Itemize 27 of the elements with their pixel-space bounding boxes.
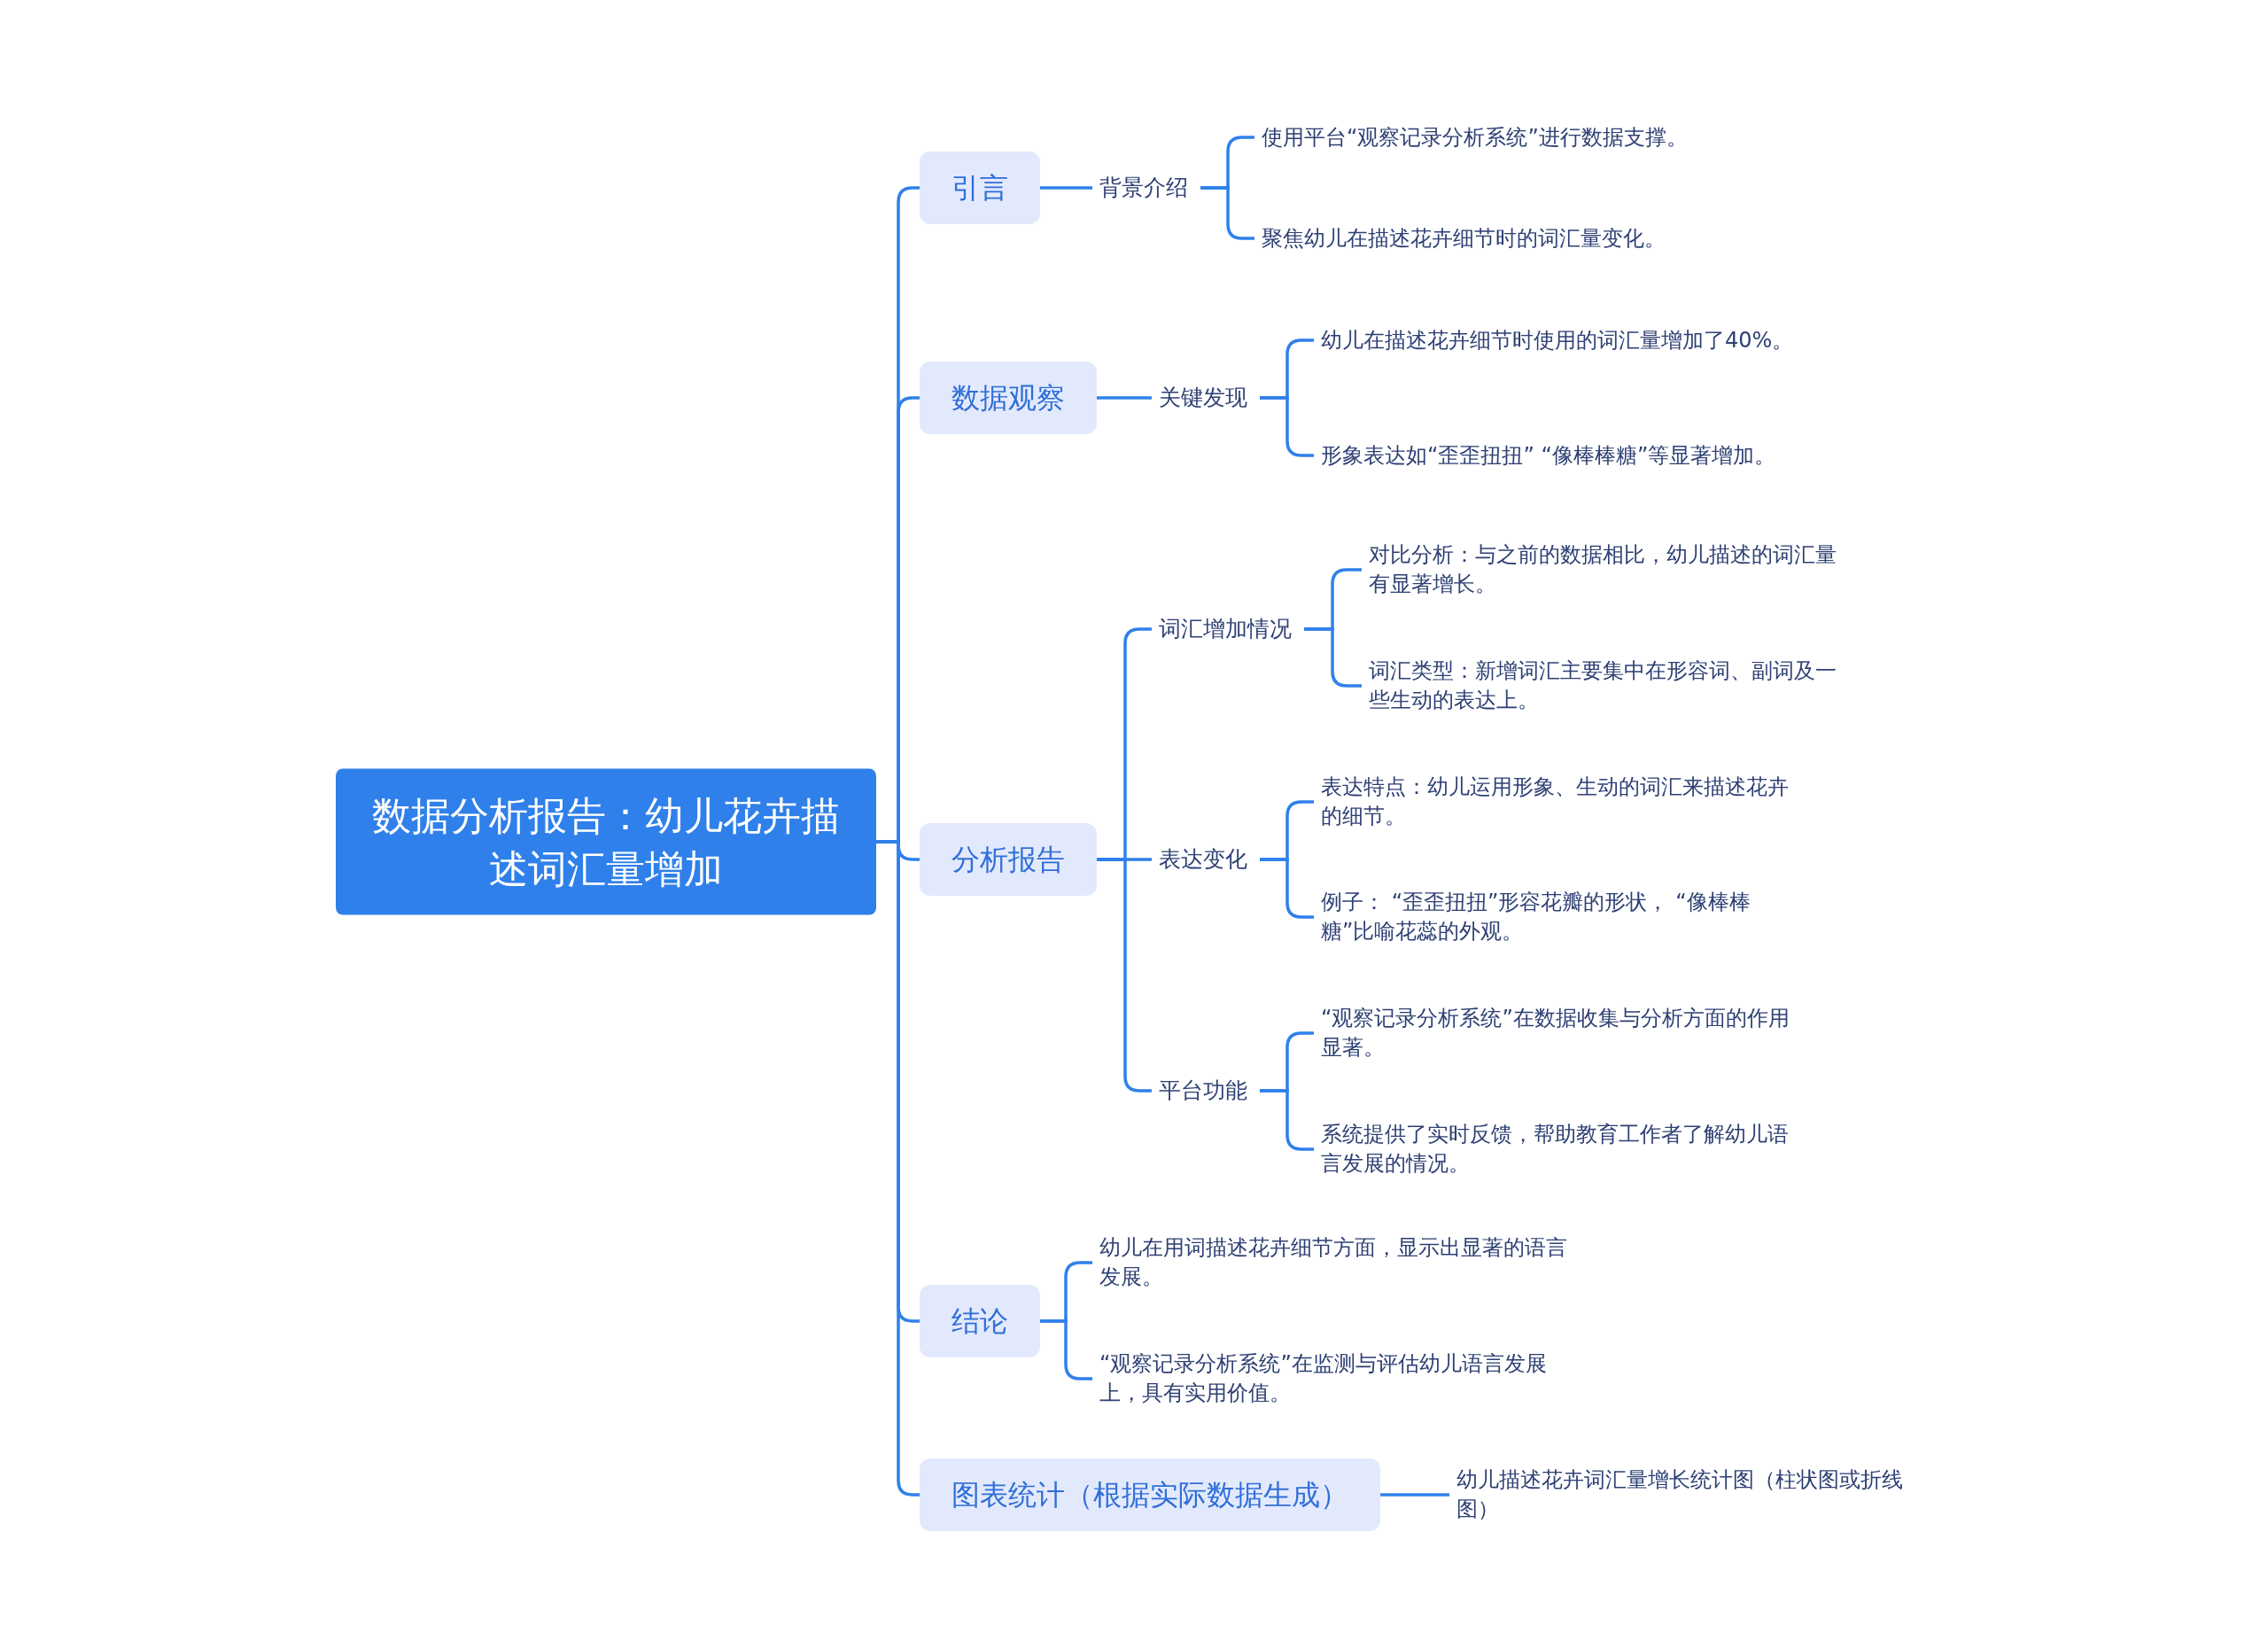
detail-text: 聚焦幼儿在描述花卉细节时的词汇量变化。	[1262, 223, 1740, 253]
detail-text: 幼儿在用词描述花卉细节方面，显示出显著的语言发展。	[1099, 1233, 1578, 1292]
detail-text: 词汇类型：新增词汇主要集中在形容词、副词及一些生动的表达上。	[1369, 657, 1847, 715]
topic-box: 引言	[920, 152, 1040, 224]
detail-text: 系统提供了实时反馈，帮助教育工作者了解幼儿语言发展的情况。	[1321, 1120, 1799, 1178]
subtopic-text: 表达变化	[1159, 844, 1247, 875]
topic-box: 图表统计（根据实际数据生成）	[920, 1458, 1380, 1531]
topic-box: 分析报告	[920, 823, 1097, 896]
detail-text: 幼儿在描述花卉细节时使用的词汇量增加了40%。	[1321, 325, 1799, 355]
detail-text: 表达特点：幼儿运用形象、生动的词汇来描述花卉的细节。	[1321, 773, 1799, 831]
detail-text: “观察记录分析系统”在监测与评估幼儿语言发展上，具有实用价值。	[1099, 1349, 1578, 1408]
connector-line	[1040, 186, 1092, 190]
subtopic-text: 平台功能	[1159, 1076, 1247, 1106]
connector-line	[1097, 396, 1152, 400]
subtopic-text: 背景介绍	[1099, 173, 1188, 203]
subtopic-text: 关键发现	[1159, 383, 1247, 413]
detail-text: 形象表达如“歪歪扭扭” “像棒棒糖”等显著增加。	[1321, 440, 1799, 470]
connector-line	[1380, 1493, 1449, 1497]
detail-text: 对比分析：与之前的数据相比，幼儿描述的词汇量有显著增长。	[1369, 540, 1847, 599]
root-topic-box: 数据分析报告：幼儿花卉描述词汇量增加	[336, 768, 876, 915]
topic-box: 数据观察	[920, 362, 1097, 434]
detail-text: 例子： “歪歪扭扭”形容花瓣的形状， “像棒棒糖”比喻花蕊的外观。	[1321, 888, 1799, 946]
topic-box: 结论	[920, 1285, 1040, 1357]
detail-text: “观察记录分析系统”在数据收集与分析方面的作用显著。	[1321, 1004, 1799, 1062]
subtopic-text: 词汇增加情况	[1159, 614, 1292, 644]
detail-text: 使用平台“观察记录分析系统”进行数据支撑。	[1262, 122, 1740, 152]
detail-text: 幼儿描述花卉词汇量增长统计图（柱状图或折线图）	[1456, 1466, 1935, 1524]
